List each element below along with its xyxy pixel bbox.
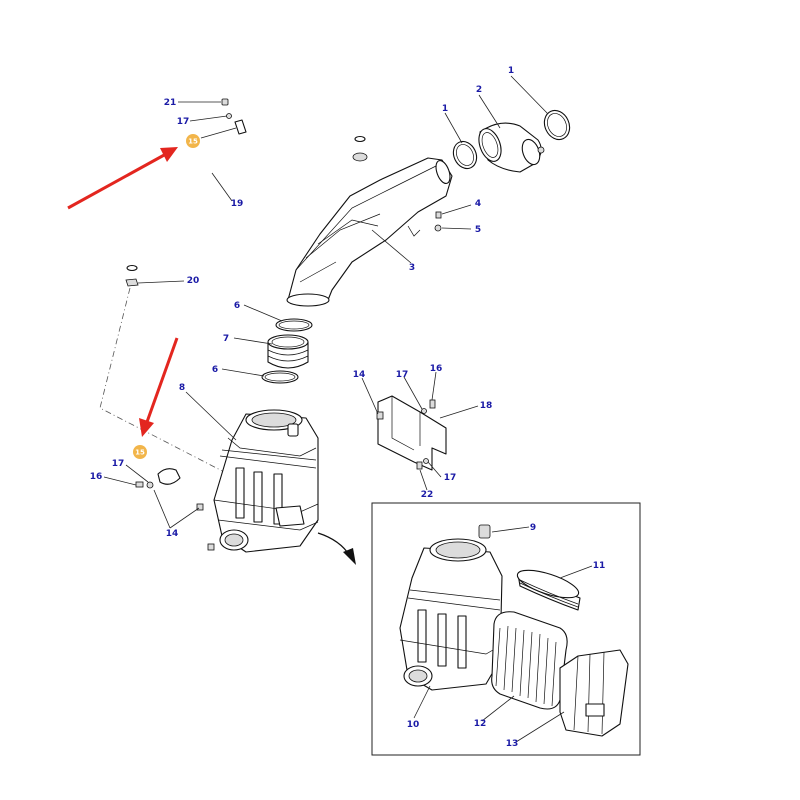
red-pointer-arrow-lower (139, 337, 179, 437)
inset-part-9-valve (478, 524, 491, 539)
part-2-rubber-elbow (478, 122, 545, 173)
callout-19[interactable]: 19 (231, 199, 244, 209)
part-18-mounting-bracket (377, 395, 447, 471)
part-7-connector-hose (267, 334, 309, 369)
callout-1-left[interactable]: 1 (442, 104, 448, 114)
callout-22[interactable]: 22 (421, 490, 434, 500)
callout-10[interactable]: 10 (407, 720, 420, 730)
part-3-intake-duct (286, 157, 453, 307)
part-14-nut-lower (196, 503, 215, 551)
detail-pointer-arrow (317, 532, 356, 565)
callout-8[interactable]: 8 (179, 383, 185, 393)
callout-7[interactable]: 7 (223, 334, 229, 344)
part-1-hose-clamp-left (452, 140, 478, 170)
callout-16-bracket[interactable]: 16 (430, 364, 443, 374)
part-20-clip (125, 278, 139, 287)
callout-1-right[interactable]: 1 (508, 66, 514, 76)
callout-6-lower[interactable]: 6 (212, 365, 218, 375)
callout-15-lower: 15 (135, 449, 145, 457)
part-15-clip-lower (157, 468, 181, 485)
callout-labels: 1 1 2 3 4 5 6 7 6 8 9 10 11 12 13 14 14 … (90, 66, 606, 749)
leader-lines (103, 75, 593, 743)
part-16-bolt-left (135, 481, 144, 488)
part-15-clip-top (234, 119, 247, 135)
callout-17-upper[interactable]: 17 (177, 117, 190, 127)
callout-3[interactable]: 3 (409, 263, 415, 273)
part-6-hose-clamp-lower (261, 370, 299, 384)
callout-20[interactable]: 20 (187, 276, 200, 286)
callout-15-upper: 15 (188, 138, 198, 146)
part-16-bolt-bracket (429, 399, 436, 409)
part-17-washer-left (146, 481, 154, 489)
callout-16-lower[interactable]: 16 (90, 472, 103, 482)
part-19-breather-hose (126, 85, 368, 272)
callout-11[interactable]: 11 (593, 561, 606, 571)
assembly-line (99, 287, 233, 477)
part-5-washer (434, 224, 442, 232)
inset-part-11-safety-element (516, 569, 581, 611)
callout-6-upper[interactable]: 6 (234, 301, 240, 311)
red-pointer-arrow-upper (67, 147, 178, 210)
part-14-nut-bracket (376, 411, 384, 420)
callout-12[interactable]: 12 (474, 719, 487, 729)
inset-part-13-cover (559, 649, 629, 737)
part-4-bolt (435, 211, 442, 219)
callout-18[interactable]: 18 (480, 401, 493, 411)
part-8-air-filter-housing (213, 409, 319, 553)
inset-filter-housing (399, 538, 503, 691)
callout-17-bracket-bottom[interactable]: 17 (444, 473, 457, 483)
callout-2[interactable]: 2 (476, 85, 482, 95)
callout-17-lower[interactable]: 17 (112, 459, 125, 469)
callout-17-bracket-top[interactable]: 17 (396, 370, 409, 380)
highlight-badge-15-lower[interactable]: 15 (133, 445, 147, 459)
part-6-hose-clamp-upper (275, 318, 313, 332)
highlight-badge-15-upper[interactable]: 15 (186, 134, 200, 148)
callout-21[interactable]: 21 (164, 98, 177, 108)
part-21-bolt (221, 98, 229, 106)
callout-5[interactable]: 5 (475, 225, 481, 235)
part-1-hose-clamp-right (543, 109, 571, 141)
callout-13[interactable]: 13 (506, 739, 519, 749)
callout-9[interactable]: 9 (530, 523, 536, 533)
part-17-washer-bracket (421, 408, 429, 464)
part-22-bolt (416, 461, 423, 470)
part-17-washer-top (226, 113, 232, 119)
hose-end-cap (352, 152, 368, 162)
inset-part-12-main-filter-element (491, 611, 568, 710)
callout-14-bracket[interactable]: 14 (353, 370, 366, 380)
callout-4[interactable]: 4 (475, 199, 481, 209)
callout-14-lower[interactable]: 14 (166, 529, 179, 539)
